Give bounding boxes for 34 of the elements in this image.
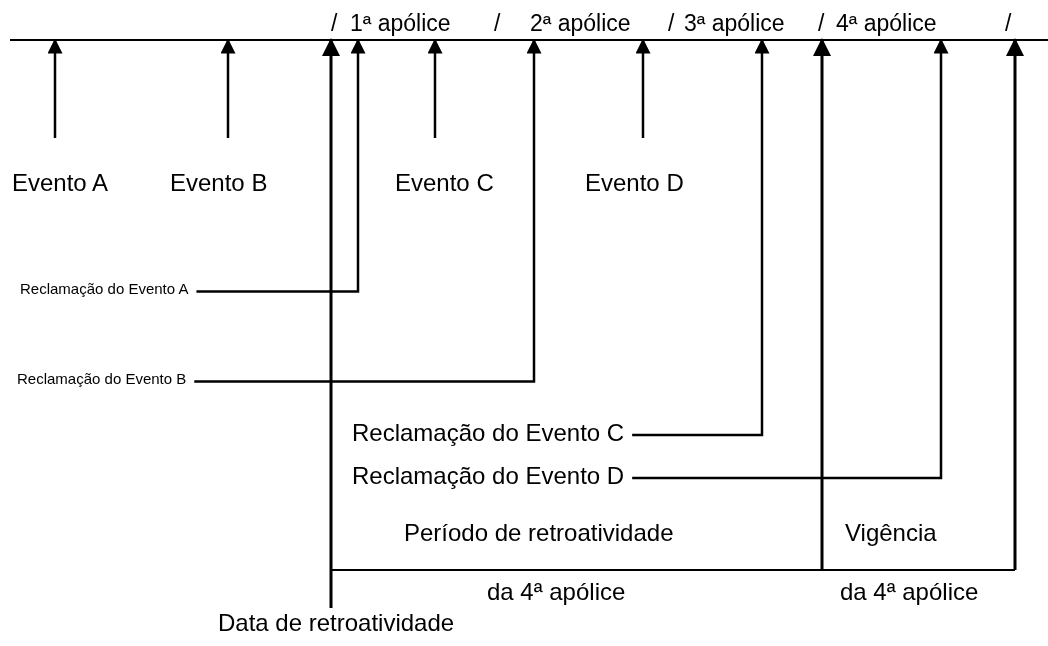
period-label: Período de retroatividade	[404, 518, 674, 548]
arrow	[1006, 38, 1024, 570]
period-label: da 4ª apólice	[487, 577, 626, 607]
arrow	[194, 38, 542, 383]
arrow	[47, 38, 63, 138]
arrow	[813, 38, 831, 570]
policy-label: /	[668, 12, 675, 35]
event-label: Evento C	[395, 168, 494, 198]
policy-label: /	[1005, 12, 1012, 35]
policy-label: 2ª apólice	[530, 12, 631, 35]
event-label: Reclamação do Evento B	[17, 370, 187, 389]
event-label: Evento A	[12, 168, 109, 198]
arrow	[322, 38, 340, 608]
period-label: da 4ª apólice	[840, 577, 979, 607]
event-label: Evento B	[170, 168, 268, 198]
policy-label: /	[818, 12, 825, 35]
policy-label: 4ª apólice	[836, 12, 937, 35]
arrow	[635, 38, 651, 138]
policy-label: 1ª apólice	[350, 12, 451, 35]
event-label: Reclamação do Evento A	[20, 280, 189, 299]
arrow	[427, 38, 443, 138]
event-label: Data de retroatividade	[218, 608, 455, 638]
event-label: Evento D	[585, 168, 684, 198]
policy-label: /	[331, 12, 338, 35]
arrow	[220, 38, 236, 138]
arrow	[632, 38, 770, 437]
arrow	[196, 38, 366, 293]
period-label: Vigência	[845, 518, 937, 548]
event-label: Reclamação do Evento D	[352, 461, 625, 491]
arrow	[632, 38, 949, 480]
policy-label: 3ª apólice	[684, 12, 785, 35]
policy-label: /	[494, 12, 501, 35]
event-label: Reclamação do Evento C	[352, 418, 625, 448]
timeline	[10, 39, 1048, 41]
